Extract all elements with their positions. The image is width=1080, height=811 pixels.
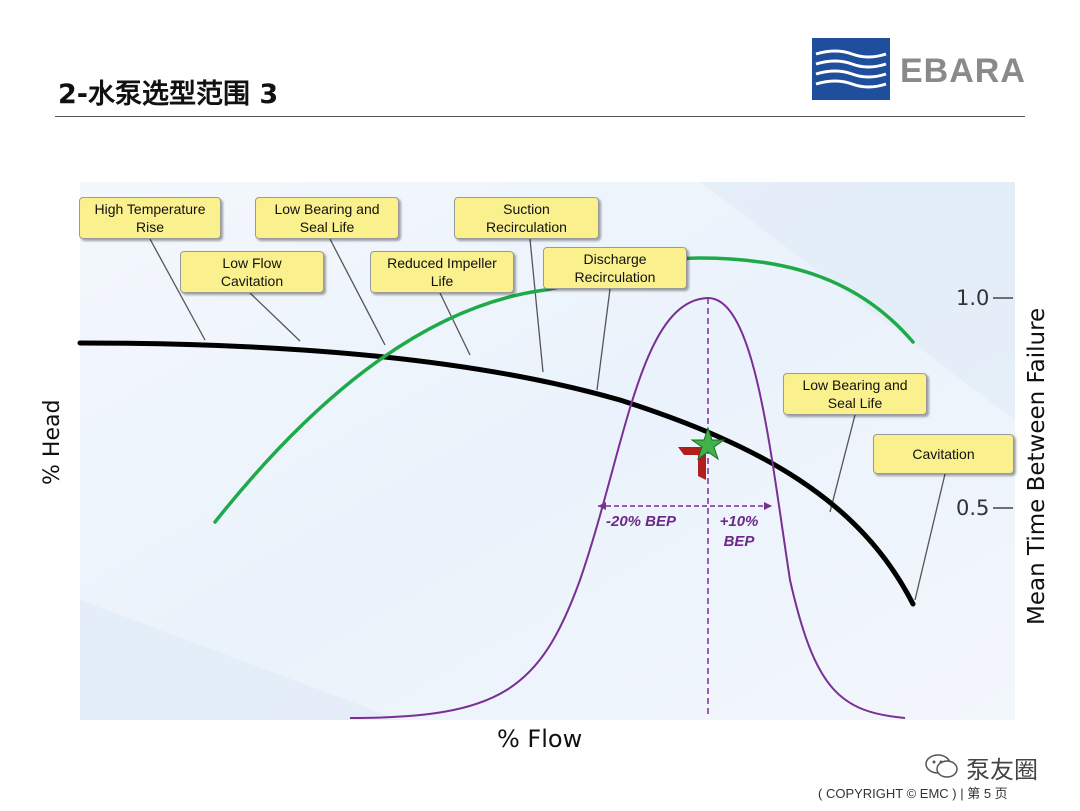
x-axis-label: % Flow [497,725,583,753]
callout-leader-line [149,238,206,341]
callout-text: Low Flow [222,255,282,271]
bep-plus-label-line: +10% [719,513,759,530]
callout-text: Cavitation [220,273,284,289]
head-curve [77,340,916,607]
callout-leader-line [596,288,611,391]
callout-text: Seal Life [299,219,355,235]
wechat-icon [925,754,958,778]
bep-marker-icon [678,426,726,480]
bep-arrow-right [764,502,772,510]
plot-shading [700,182,1015,420]
title-divider [55,116,1025,117]
bep-arrow-left [598,502,606,510]
callout-text: Life [430,273,454,289]
callout-leader-line [829,414,856,513]
y2-tick-label: 0.5 [956,496,990,520]
y2-tick-label: 1.0 [956,286,990,310]
callout-box: Cavitation [873,434,1014,474]
brand-name: EBARA [900,52,1026,90]
bep-plus-label-line: BEP [723,533,755,550]
callout-text: Reduced Impeller [387,255,497,271]
page-title: 2-水泵选型范围 3 [58,79,279,110]
page-footer: ( COPYRIGHT © EMC ) | 第 5 页 [818,786,1008,801]
callout-leader-line [249,292,301,342]
reliability-bell-curve [349,296,906,719]
callout-leader-line [329,238,386,346]
y2-axis-label: Mean Time Between Failure [1024,307,1050,625]
callout-leader-line [439,292,471,356]
callout-text: Rise [135,219,164,235]
callout-text: Cavitation [912,446,975,462]
callout-leader-line [914,473,946,601]
y-axis-label: % Head [40,399,65,485]
callout-text: Discharge [583,251,647,267]
callout-text: Recirculation [486,219,567,235]
callout-leader-line [529,238,544,373]
callout-text: High Temperature [94,201,206,217]
callout-text: Low Bearing and [802,377,908,393]
callout-text: Recirculation [574,269,656,285]
callout-text: Seal Life [827,395,883,411]
bep-minus-label: -20% BEP [606,513,677,530]
plot-shading [80,600,400,720]
callout-text: Low Bearing and [274,201,380,217]
ebara-logo [812,38,890,100]
bep-plus-label: +10% BEP [713,512,765,552]
watermark-text: 泵友圈 [966,756,1038,784]
callout-text: Suction [503,201,550,217]
